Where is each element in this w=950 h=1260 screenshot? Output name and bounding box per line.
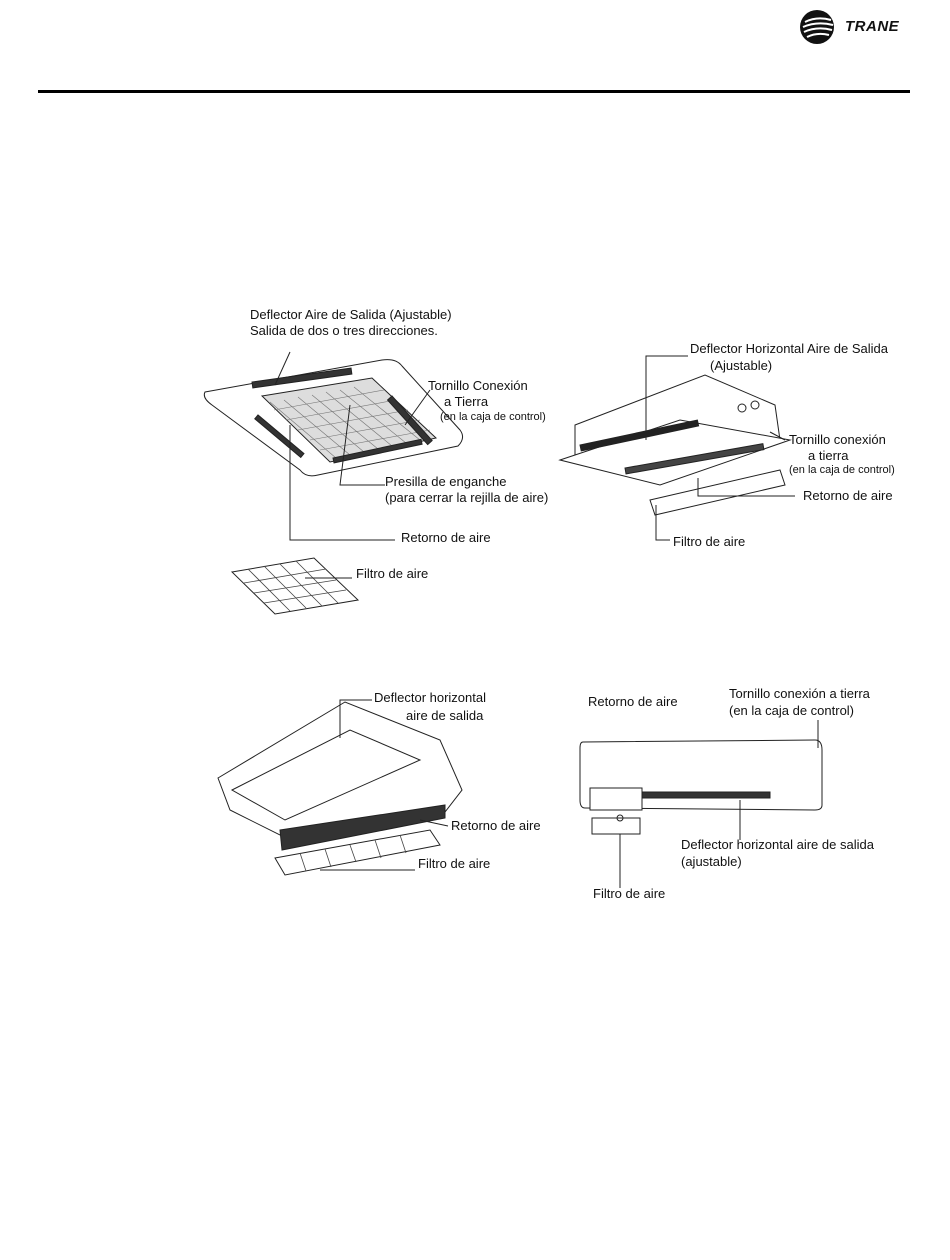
cassette-deflector-leader — [274, 351, 291, 386]
header-rule — [38, 90, 910, 93]
ceiling-screw-label-3: (en la caja de control) — [789, 464, 895, 476]
ceiling-return-leader — [697, 478, 795, 497]
floor-ceiling-deflector-label-2: aire de salida — [406, 708, 484, 723]
cassette-screw-label-2: a Tierra — [444, 394, 489, 409]
wall-unit-illustration — [579, 739, 823, 835]
floor-ceiling-return-leader — [419, 819, 449, 827]
cassette-filter-illustration — [230, 557, 360, 615]
floor-ceiling-unit-illustration — [217, 701, 463, 876]
cassette-filter-label: Filtro de aire — [356, 566, 429, 581]
cassette-clip-label-2: (para cerrar la rejilla de aire) — [385, 490, 549, 505]
floor-ceiling-deflector-label-1: Deflector horizontal — [374, 690, 486, 705]
trane-logo-text: TRANE — [845, 18, 900, 35]
ceiling-screw-label-2: a tierra — [808, 448, 849, 463]
cassette-deflector-label-2: Salida de dos o tres direcciones. — [250, 323, 438, 338]
floor-ceiling-deflector-leader — [339, 699, 372, 738]
ceiling-filter-leader — [655, 505, 670, 541]
trane-logo — [800, 10, 834, 44]
cassette-screw-label-3: (en la caja de control) — [440, 411, 546, 423]
wall-screw-label-2: (en la caja de control) — [729, 703, 855, 718]
cassette-unit-illustration — [203, 359, 464, 477]
cassette-deflector-label-1: Deflector Aire de Salida (Ajustable) — [250, 307, 452, 322]
wall-filter-label: Filtro de aire — [593, 886, 666, 901]
cassette-clip-leader — [339, 404, 385, 486]
ceiling-screw-label-1: Tornillo conexión — [789, 432, 886, 447]
cassette-clip-label-1: Presilla de enganche — [385, 474, 507, 489]
wall-screw-label-1: Tornillo conexión a tierra — [729, 686, 870, 701]
wall-return-label: Retorno de aire — [588, 694, 678, 709]
cassette-return-label: Retorno de aire — [401, 530, 491, 545]
ceiling-deflector-leader — [645, 355, 688, 440]
ceiling-return-label: Retorno de aire — [803, 488, 893, 503]
cassette-return-leader — [289, 425, 395, 541]
ceiling-filter-label: Filtro de aire — [673, 534, 746, 549]
ceiling-unit-illustration — [558, 374, 792, 516]
ceiling-deflector-label-2: (Ajustable) — [710, 358, 773, 373]
cassette-screw-label-1: Tornillo Conexión — [428, 378, 528, 393]
ceiling-screw-leader — [769, 431, 786, 441]
ceiling-deflector-label-1: Deflector Horizontal Aire de Salida — [690, 341, 888, 356]
wall-deflector-label-1: Deflector horizontal aire de salida — [681, 837, 874, 852]
floor-ceiling-filter-label: Filtro de aire — [418, 856, 491, 871]
cassette-screw-leader — [404, 389, 431, 426]
wall-deflector-label-2: (ajustable) — [681, 854, 742, 869]
floor-ceiling-return-label: Retorno de aire — [451, 818, 541, 833]
